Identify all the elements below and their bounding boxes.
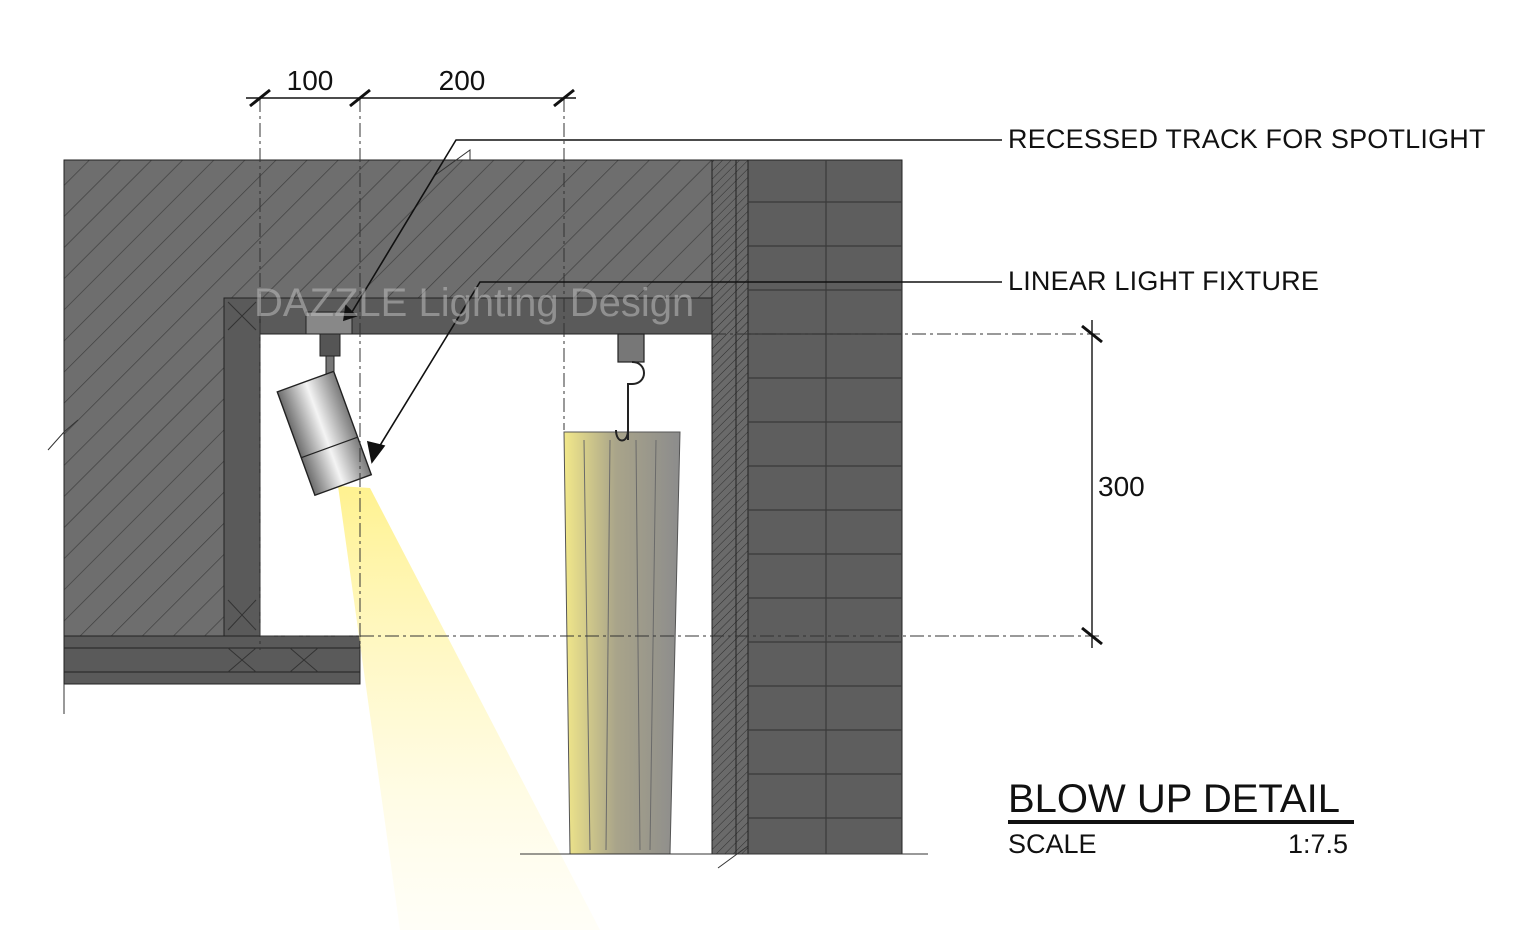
wall <box>711 159 903 855</box>
watermark: DAZZLE Lighting Design <box>254 281 694 325</box>
dimension-100: 100 <box>287 65 334 96</box>
spotlight-beam <box>338 486 600 930</box>
drawing-title: BLOW UP DETAIL <box>1008 777 1340 821</box>
leader-linear <box>366 281 1002 464</box>
spotlight <box>276 311 373 497</box>
vertical-dimension <box>1081 320 1103 648</box>
leader-track <box>343 139 1002 322</box>
linear-light-fixture <box>615 333 645 442</box>
break-lines <box>47 149 928 869</box>
callout-linear-light: LINEAR LIGHT FIXTURE <box>1008 266 1319 296</box>
scale-value: 1:7.5 <box>1288 829 1348 859</box>
horizontal-dimension <box>246 88 576 108</box>
extension-lines <box>259 98 1100 650</box>
callout-recessed-track: RECESSED TRACK FOR SPOTLIGHT <box>1008 124 1486 154</box>
curtain <box>563 431 681 855</box>
dimension-300: 300 <box>1098 471 1145 502</box>
scale-label: SCALE <box>1008 829 1097 859</box>
dimension-200: 200 <box>439 65 486 96</box>
